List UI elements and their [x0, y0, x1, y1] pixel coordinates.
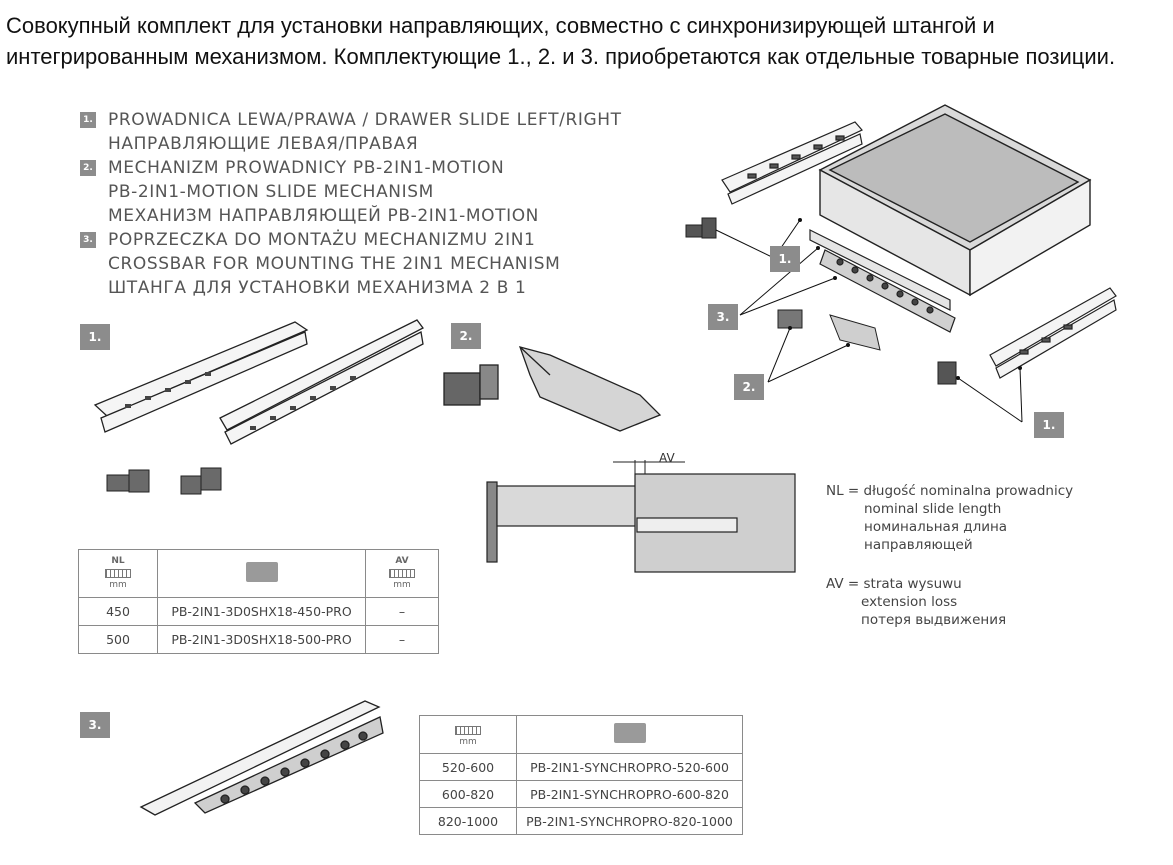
slide-clip-right [937, 361, 957, 385]
range-cell: 820-1000 [419, 807, 517, 835]
ruler-icon [389, 569, 415, 578]
note-nl-line: NL = długość nominalna prowadnicy [826, 483, 1074, 499]
table-row: 820-1000 PB-2IN1-SYNCHROPRO-820-1000 [419, 807, 743, 835]
av-cell: – [365, 625, 439, 654]
note-nl-line: номинальная длина [864, 519, 1008, 535]
table-header-row: mm [419, 715, 743, 754]
folder-header-cell [157, 549, 366, 598]
legend-number: 2. [80, 160, 96, 176]
drawer-slide-right [989, 287, 1117, 379]
mechanism-body [518, 346, 662, 432]
length-unit: mm [459, 736, 477, 747]
part2-mechanism-illustration [443, 346, 662, 432]
slide-holes [125, 372, 356, 430]
legend-line: PROWADNICA LEWA/PRAWA / DRAWER SLIDE LEF… [108, 110, 622, 130]
table-row: 450 PB-2IN1-3D0SHX18-450-PRO – [78, 597, 439, 626]
note-av-line: потеря выдвижения [861, 612, 1007, 628]
length-header-cell: mm [419, 715, 517, 754]
nl-unit: mm [109, 580, 127, 590]
section-badge-3: 3. [80, 712, 110, 738]
crossbar [809, 229, 956, 333]
note-av: AV = strata wysuwu extension loss потеря… [826, 575, 1006, 629]
slide-spec-table: NL mm AV mm 450 PB-2IN1-3D0SHX18-450-PRO… [78, 549, 439, 654]
folder-icon [245, 562, 278, 582]
range-cell: 600-820 [419, 780, 517, 808]
slide-clips [106, 467, 222, 495]
crossbar-spec-table: mm 520-600 PB-2IN1-SYNCHROPRO-520-600 60… [419, 715, 743, 835]
assembly-label-3: 3. [708, 304, 738, 330]
note-nl-line: nominal slide length [864, 501, 1002, 517]
folder-icon [613, 723, 646, 743]
av-dimension-label: AV [659, 451, 675, 465]
nl-header-cell: NL mm [78, 549, 158, 598]
drawer-slide-left [721, 121, 863, 205]
legend-line: PB-2IN1-MOTION SLIDE MECHANISM [108, 182, 434, 202]
av-unit: mm [393, 580, 411, 590]
legend-number: 1. [80, 112, 96, 128]
nl-cell: 500 [78, 625, 158, 654]
table-row: 600-820 PB-2IN1-SYNCHROPRO-600-820 [419, 780, 743, 808]
slide-mechanism [777, 309, 881, 351]
drawer-box [818, 104, 1092, 297]
ruler-icon [105, 569, 131, 578]
note-nl-line: направляющей [864, 537, 973, 553]
note-av-line: AV = strata wysuwu [826, 576, 962, 592]
section-badge-1: 1. [80, 324, 110, 350]
legend-number: 3. [80, 232, 96, 248]
av-label: AV [395, 556, 409, 566]
av-cell: – [365, 597, 439, 626]
assembly-illustration [685, 104, 1117, 423]
folder-header-cell [516, 715, 743, 754]
nl-cell: 450 [78, 597, 158, 626]
legend-line: ШТАНГА ДЛЯ УСТАНОВКИ МЕХАНИЗМА 2 В 1 [108, 278, 527, 298]
part3-crossbar-illustration [139, 700, 384, 816]
code-cell: PB-2IN1-SYNCHROPRO-600-820 [516, 780, 743, 808]
assembly-label-1b: 1. [1034, 412, 1064, 438]
code-cell: PB-2IN1-SYNCHROPRO-520-600 [516, 753, 743, 781]
table-header-row: NL mm AV mm [78, 549, 439, 598]
ruler-icon [455, 725, 481, 735]
note-av-line: extension loss [861, 594, 958, 610]
legend-line: НАПРАВЛЯЮЩИЕ ЛЕВАЯ/ПРАВАЯ [108, 134, 419, 154]
note-nl: NL = długość nominalna prowadnicy nomina… [826, 482, 1073, 554]
section-badge-2: 2. [451, 323, 481, 349]
legend-line: CROSSBAR FOR MOUNTING THE 2IN1 MECHANISM [108, 254, 561, 274]
range-cell: 520-600 [419, 753, 517, 781]
av-section-diagram: AV [486, 451, 796, 573]
code-cell: PB-2IN1-3D0SHX18-500-PRO [157, 625, 366, 654]
part1-slides-illustration [93, 319, 424, 495]
intro-text: Совокупный комплект для установки направ… [6, 13, 1116, 69]
code-cell: PB-2IN1-3D0SHX18-450-PRO [157, 597, 366, 626]
table-row: 500 PB-2IN1-3D0SHX18-500-PRO – [78, 625, 439, 654]
assembly-label-1a: 1. [770, 246, 800, 272]
legend-line: POPRZECZKA DO MONTAŻU MECHANIZMU 2IN1 [108, 230, 536, 250]
slide-clip-left [685, 217, 717, 239]
code-cell: PB-2IN1-SYNCHROPRO-820-1000 [516, 807, 743, 835]
drawer-slide-pair [93, 319, 424, 445]
assembly-label-2: 2. [734, 374, 764, 400]
legend-line: MECHANIZM PROWADNICY PB-2IN1-MOTION [108, 158, 505, 178]
mechanism-clip [443, 372, 481, 406]
av-header-cell: AV mm [365, 549, 439, 598]
table-row: 520-600 PB-2IN1-SYNCHROPRO-520-600 [419, 753, 743, 781]
legend-line: МЕХАНИЗМ НАПРАВЛЯЮЩЕЙ PB-2IN1-MOTION [108, 206, 539, 226]
nl-label: NL [111, 556, 125, 566]
